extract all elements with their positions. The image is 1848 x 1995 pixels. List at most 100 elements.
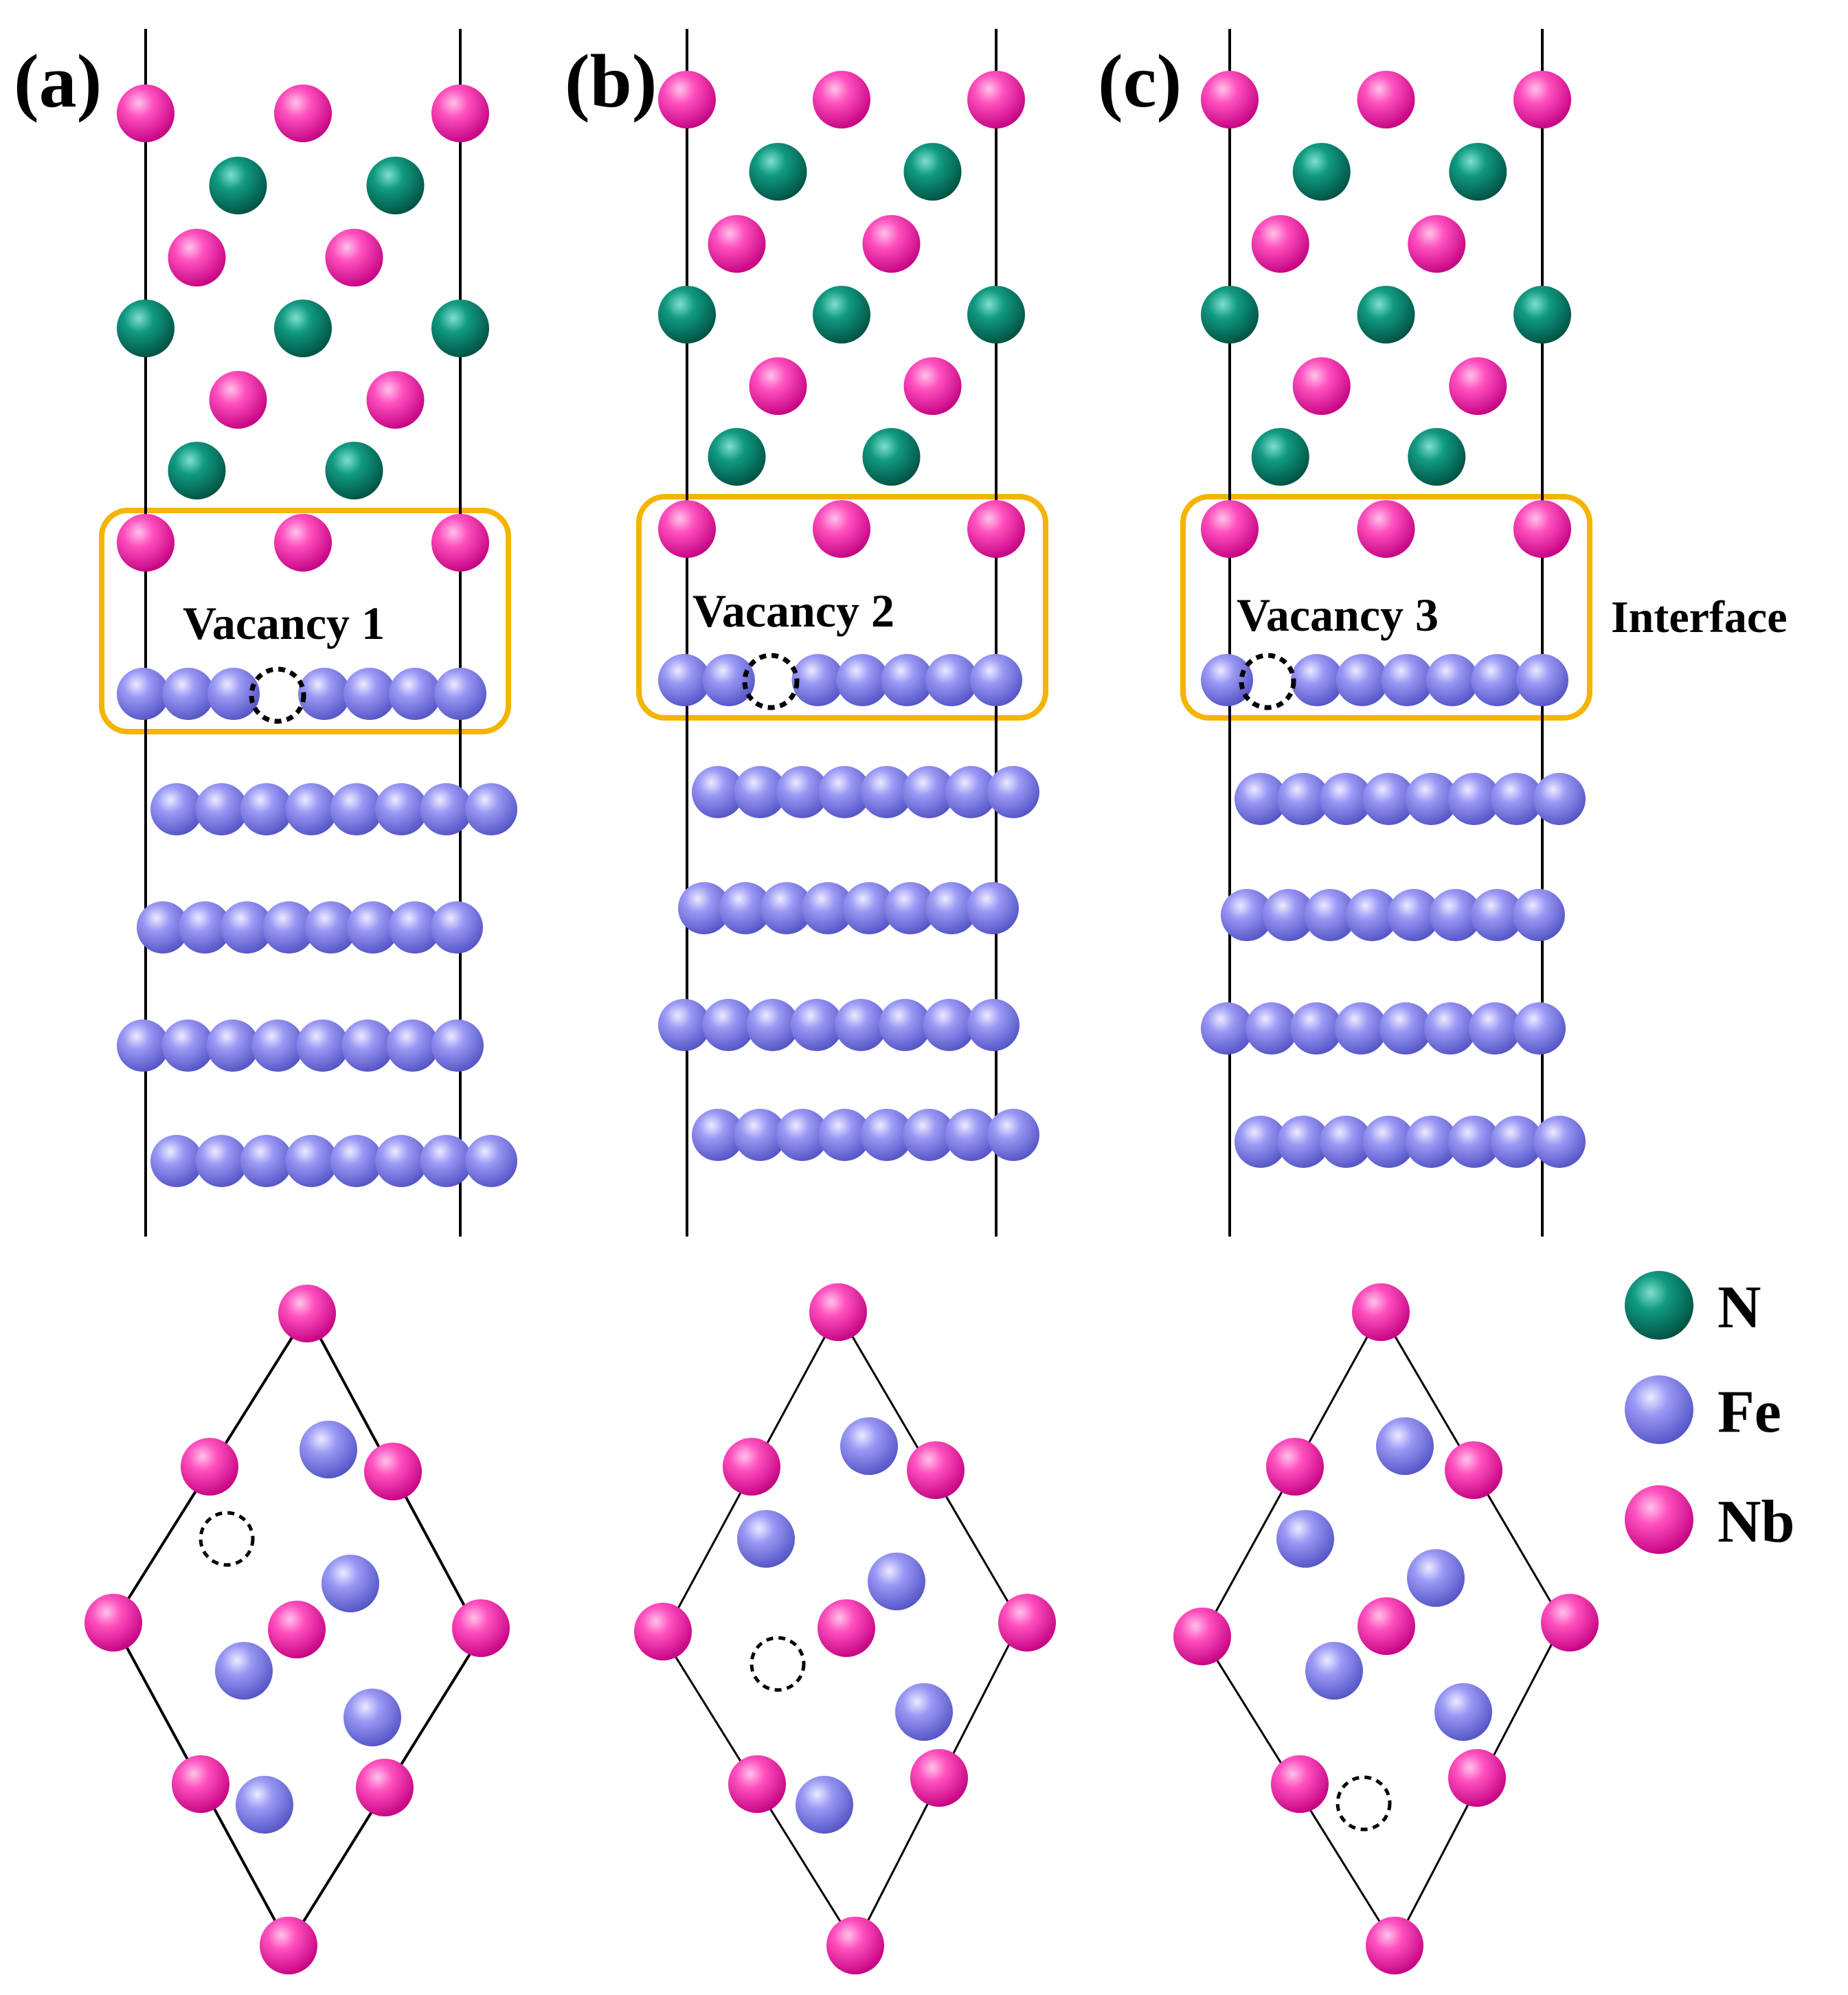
atom-fe-151: [1513, 889, 1565, 941]
atom-fe-110: [945, 1109, 998, 1161]
vacancy-label-3: Vacancy 3: [1237, 589, 1439, 641]
atom-nb-1: [274, 84, 332, 142]
atom-nb-16: [431, 514, 489, 572]
atom-fe-51: [285, 1135, 338, 1187]
atom-nb-171: [84, 1594, 142, 1652]
atom-fe-21: [343, 668, 396, 720]
atom-fe-17: [117, 668, 169, 720]
interface-box-b: [636, 494, 1048, 721]
atom-fe-34: [221, 901, 273, 954]
atom-nb-190: [826, 1917, 884, 1974]
atom-nb-196: [1352, 1283, 1410, 1341]
atom-fe-194: [895, 1683, 953, 1741]
atom-n-120: [1357, 286, 1415, 343]
interface-box-a: [99, 508, 511, 734]
atom-fe-39: [431, 901, 483, 954]
atom-fe-86: [945, 766, 998, 818]
atom-fe-88: [678, 882, 730, 934]
atom-fe-22: [389, 668, 441, 720]
panel-label-a: (a): [14, 39, 102, 123]
atom-n-116: [1449, 143, 1507, 201]
atom-n-68: [708, 428, 766, 486]
atom-fe-141: [1447, 773, 1500, 825]
atom-nb-172: [452, 1599, 510, 1657]
atom-nb-127: [1357, 500, 1415, 558]
atom-fe-54: [420, 1135, 473, 1187]
atom-nb-198: [1445, 1441, 1502, 1499]
atom-n-125: [1408, 428, 1466, 486]
vacancy-markers: [199, 653, 1392, 1831]
atom-fe-74: [702, 654, 755, 706]
atom-fe-55: [465, 1135, 517, 1187]
vacancy-marker-b-side: [742, 653, 800, 710]
atom-fe-35: [262, 901, 315, 954]
atom-fe-180: [343, 1689, 401, 1746]
atom-fe-95: [967, 882, 1019, 934]
atom-fe-19: [207, 668, 260, 720]
atom-fe-142: [1490, 773, 1543, 825]
atom-fe-207: [1407, 1549, 1465, 1607]
atom-fe-206: [1276, 1510, 1334, 1568]
atom-fe-99: [790, 999, 843, 1051]
atom-fe-26: [240, 783, 293, 835]
atom-fe-33: [179, 901, 232, 954]
atom-fe-143: [1533, 773, 1586, 825]
legend-nb-label: Nb: [1717, 1489, 1795, 1555]
atom-fe-109: [903, 1109, 956, 1161]
atom-fe-47: [431, 1019, 484, 1072]
atom-fe-154: [1290, 1002, 1342, 1055]
atom-nb-122: [1292, 357, 1351, 415]
atom-fe-94: [925, 882, 978, 934]
atom-fe-153: [1246, 1002, 1298, 1055]
legend-n-swatch: [1625, 1271, 1693, 1340]
atom-nb-197: [1266, 1438, 1324, 1496]
atom-fe-192: [737, 1510, 795, 1568]
atom-nb-182: [809, 1283, 867, 1341]
atom-fe-52: [330, 1135, 383, 1187]
atom-fe-20: [298, 668, 350, 720]
atom-fe-31: [465, 783, 517, 835]
atom-nb-186: [998, 1594, 1056, 1652]
legend: N Fe Nb: [1625, 1271, 1795, 1555]
atom-fe-139: [1362, 773, 1415, 825]
atom-fe-108: [860, 1109, 913, 1161]
atom-fe-80: [692, 766, 744, 818]
atom-fe-111: [987, 1109, 1039, 1161]
atom-nb-126: [1201, 500, 1259, 558]
atom-fe-87: [987, 766, 1039, 818]
atom-nb-113: [1357, 71, 1415, 128]
atom-nb-112: [1201, 71, 1259, 128]
atom-nb-203: [1448, 1749, 1506, 1807]
atom-fe-42: [206, 1019, 259, 1072]
atom-nb-70: [658, 500, 716, 558]
vacancy-marker-c-top: [1336, 1775, 1392, 1831]
atom-nb-173: [268, 1601, 326, 1658]
panel-label-c: (c): [1098, 39, 1182, 123]
atom-nb-204: [1366, 1917, 1423, 1974]
atom-fe-75: [791, 654, 844, 706]
atom-fe-73: [658, 654, 710, 706]
atom-fe-78: [925, 654, 978, 706]
atom-fe-193: [868, 1553, 925, 1610]
atom-n-13: [325, 442, 383, 499]
atom-fe-36: [304, 901, 357, 954]
atom-nb-117: [1251, 215, 1309, 273]
atom-fe-208: [1305, 1642, 1363, 1700]
atom-fe-28: [330, 783, 383, 835]
atom-fe-158: [1469, 1002, 1521, 1055]
atom-n-9: [431, 300, 489, 357]
atom-fe-157: [1424, 1002, 1476, 1055]
atom-fe-46: [386, 1019, 439, 1072]
atom-fe-209: [1434, 1683, 1492, 1741]
atom-nb-128: [1513, 500, 1571, 558]
legend-nb-swatch: [1625, 1485, 1693, 1554]
atom-fe-44: [296, 1019, 349, 1072]
atom-fe-161: [1277, 1116, 1330, 1168]
atom-fe-162: [1320, 1116, 1373, 1168]
atom-fe-147: [1346, 889, 1399, 941]
atom-nb-184: [907, 1441, 965, 1499]
atom-fe-37: [346, 901, 399, 954]
atom-nb-72: [967, 500, 1025, 558]
atom-nb-118: [1408, 215, 1466, 273]
atom-nb-2: [431, 84, 489, 142]
